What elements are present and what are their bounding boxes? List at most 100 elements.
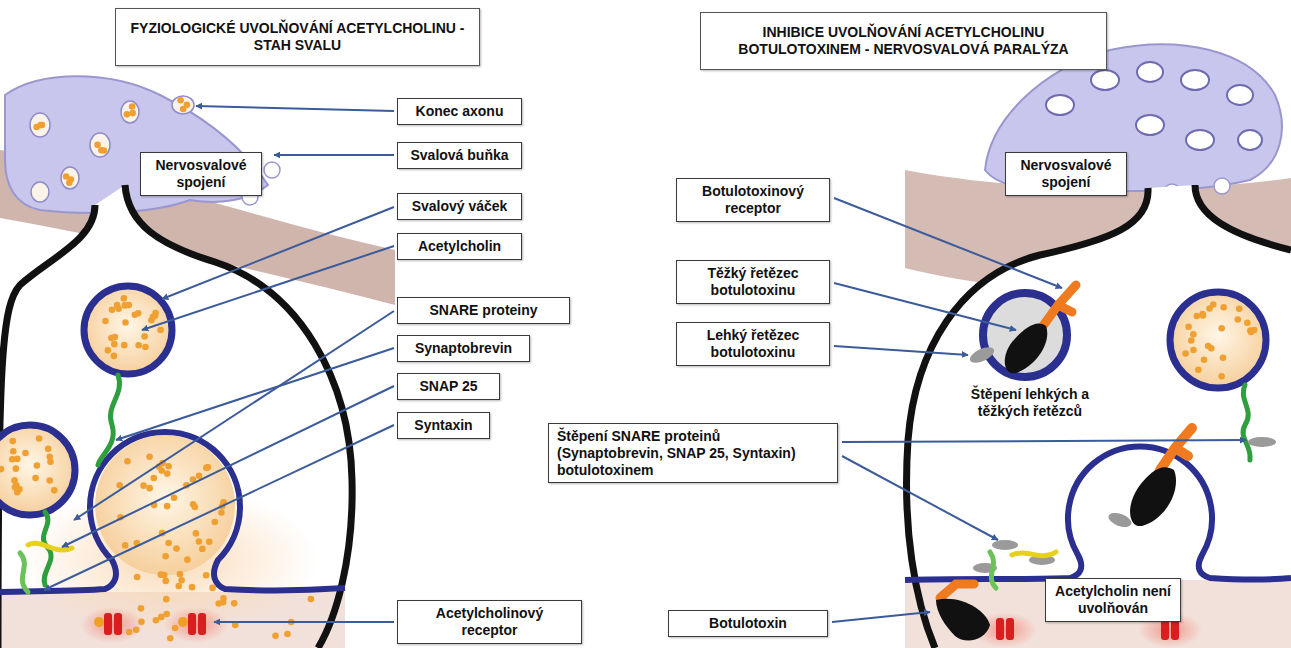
- acetylcholine-dot: [109, 306, 116, 313]
- acetylcholine-dot: [111, 353, 118, 360]
- acetylcholine-dot: [115, 305, 122, 312]
- acetylcholine-dot: [158, 571, 165, 578]
- acetylcholine-dot: [162, 578, 169, 585]
- acetylcholine-dot: [66, 179, 73, 186]
- box-text: SNAP 25: [406, 378, 491, 395]
- acetylcholine-dot: [141, 333, 148, 340]
- acetylcholine-dot: [1218, 325, 1225, 332]
- axon-vesicles: [31, 182, 49, 202]
- acetylcholine-dot: [135, 342, 142, 349]
- acetylcholine-dot: [94, 142, 101, 149]
- axon-vesicles: [61, 167, 79, 189]
- syntaxin: [20, 553, 28, 592]
- acetylcholine-dot: [1201, 356, 1208, 363]
- leader-line: [74, 311, 394, 520]
- acetylcholine-dot: [10, 448, 17, 455]
- acetylcholine-dot: [9, 456, 16, 463]
- acetylcholine-dot: [1190, 331, 1197, 338]
- acetylcholine-dot: [284, 631, 291, 638]
- label-box: Štěpení SNARE proteinů (Synaptobrevin, S…: [548, 423, 838, 483]
- acetylcholine-dot: [37, 122, 44, 129]
- acetylcholine-dot: [1208, 345, 1215, 352]
- acetylcholine-dot: [193, 530, 200, 537]
- acetylcholine-dot: [172, 625, 179, 632]
- acetylcholine-dot: [102, 318, 109, 325]
- vesicle: [0, 425, 75, 515]
- acetylcholine-dot: [151, 475, 158, 482]
- acetylcholine-dot: [125, 302, 132, 309]
- axon-terminal: [5, 76, 268, 213]
- botulinum-receptor: [1160, 428, 1192, 470]
- acetylcholine-dot: [220, 595, 227, 602]
- leader-line: [142, 246, 394, 330]
- acetylcholine-dot: [206, 538, 213, 545]
- acetylcholine-dot: [308, 596, 315, 603]
- acetylcholine-dot: [133, 627, 140, 634]
- box-text: INHIBICE UVOLŇOVÁNÍ ACETYLCHOLINU BOTULO…: [711, 24, 1096, 58]
- axon-vesicles: [30, 113, 50, 137]
- leader-line: [842, 456, 998, 540]
- acetylcholine-dot: [178, 577, 185, 584]
- acetylcholine-dot: [13, 465, 20, 472]
- acetylcholine-dot: [135, 310, 142, 317]
- box-text: Syntaxin: [406, 417, 481, 434]
- acetylcholine-dot: [192, 504, 199, 511]
- acetylcholine-dot: [184, 102, 191, 109]
- synaptobrevin: [98, 375, 120, 465]
- acetylcholine-dot: [177, 97, 184, 104]
- leader-line: [834, 283, 1016, 330]
- acetylcholine-dot: [152, 310, 159, 317]
- acetylcholine-dot: [175, 583, 182, 590]
- acetylcholine-dot: [203, 572, 210, 579]
- acetylcholine-dot: [146, 453, 153, 460]
- axon-vesicles: [121, 101, 139, 123]
- acetylcholine-dot: [1236, 305, 1243, 312]
- acetylcholine-dot: [124, 458, 131, 465]
- receptor-glow: [80, 607, 144, 643]
- acetylcholine-dot: [1194, 313, 1201, 320]
- acetylcholine-dot: [122, 319, 129, 326]
- muscle-below: [905, 580, 1291, 648]
- acetylcholine-dot: [105, 347, 112, 354]
- acetylcholine-dot: [0, 466, 4, 473]
- acetylcholine-dot: [11, 477, 18, 484]
- leader-line: [834, 198, 1062, 288]
- acetylcholine-dot: [173, 545, 180, 552]
- acetylcholine-dot: [63, 173, 70, 180]
- acetylcholine-dot: [9, 438, 16, 445]
- label-box: SNARE proteiny: [397, 297, 570, 324]
- light-chain: [992, 540, 1018, 550]
- acetylcholine-dot: [122, 542, 129, 549]
- acetylcholine-dot: [111, 341, 118, 348]
- acetylcholine-dot: [171, 495, 178, 502]
- label-box: Svalový váček: [397, 193, 522, 220]
- leader-line: [196, 106, 394, 111]
- leader-line: [116, 348, 394, 440]
- acetylcholine-receptor: [104, 613, 112, 635]
- acetylcholine-dot: [1195, 367, 1202, 374]
- leader-line: [214, 621, 394, 623]
- title-box: FYZIOLOGICKÉ UVOLŇOVÁNÍ ACETYLCHOLINU - …: [115, 8, 480, 66]
- acetylcholine-dot: [129, 110, 136, 117]
- acetylcholine-dot: [138, 605, 145, 612]
- box-text: Nervosvalové spojení: [149, 157, 253, 191]
- acetylcholine-dot: [98, 147, 105, 154]
- acetylcholine-dot: [146, 485, 153, 492]
- acetylcholine-receptor: [996, 618, 1004, 640]
- axon-vesicles: [1181, 70, 1209, 90]
- leader-line: [842, 440, 1246, 442]
- label-box: SNAP 25: [397, 373, 500, 400]
- snap25: [1012, 552, 1056, 556]
- botulinum-receptor: [1040, 285, 1076, 330]
- acetylcholine-receptor: [94, 617, 104, 627]
- leader-line: [834, 346, 968, 355]
- leader-line: [62, 386, 394, 547]
- nerve-outline: [125, 185, 352, 648]
- axon-vesicles: [1186, 130, 1214, 150]
- label-box: Acetylcholinový receptor: [397, 600, 582, 644]
- box-text: FYZIOLOGICKÉ UVOLŇOVÁNÍ ACETYLCHOLINU - …: [126, 20, 469, 54]
- acetylcholine-dot: [1185, 323, 1192, 330]
- heavy-chain: [1005, 323, 1048, 373]
